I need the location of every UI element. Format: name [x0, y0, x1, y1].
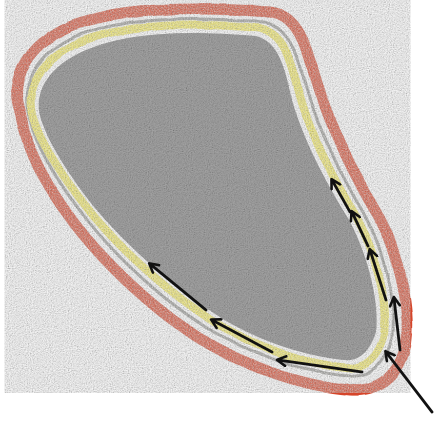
arrow-right-1: [394, 298, 400, 350]
arrow-entry: [386, 352, 432, 412]
gray-shape-fill: [39, 33, 377, 360]
